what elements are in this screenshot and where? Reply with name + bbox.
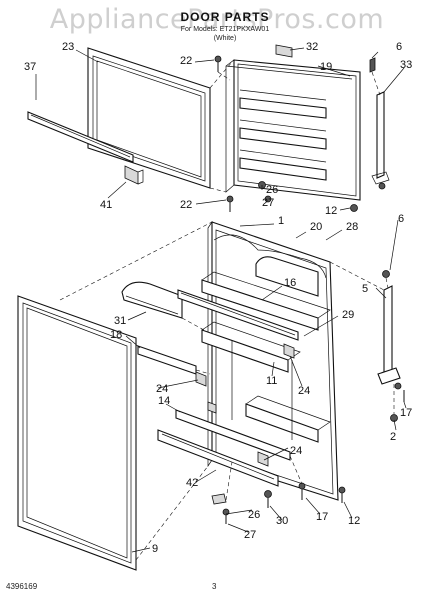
- model-line: For Models: ET21PKXAW01: [180, 26, 270, 33]
- callout-22-top: 22: [180, 55, 192, 67]
- callout-12-upper: 12: [325, 205, 337, 217]
- upper-hinge: [369, 57, 390, 190]
- callout-26-upper: 26: [266, 184, 278, 196]
- shelf-bar-lower: [137, 345, 197, 375]
- callout-24-right: 24: [298, 385, 310, 397]
- freezer-door: [225, 59, 361, 201]
- callout-33: 33: [400, 59, 412, 71]
- page-title: DOOR PARTS: [180, 10, 270, 24]
- callout-30: 30: [276, 515, 288, 527]
- page-number: 3: [212, 582, 217, 591]
- document-number: 4396169: [6, 582, 38, 591]
- callout-27-lower: 27: [244, 529, 256, 541]
- callout-16: 16: [284, 277, 296, 289]
- freezer-door-gasket: [87, 47, 211, 189]
- callout-29: 29: [342, 309, 354, 321]
- refrigerator-door: [201, 220, 339, 501]
- dairy-compartment-door: [121, 281, 183, 319]
- callout-6-top: 6: [396, 41, 402, 53]
- callout-22-mid: 22: [180, 199, 192, 211]
- callout-26-lower: 26: [248, 509, 260, 521]
- callout-20: 20: [310, 221, 322, 233]
- callout-labels: 23 37 41 22 32 19 6 33 26 27 22 12 6 1 2…: [24, 41, 412, 555]
- callout-17-right: 17: [400, 407, 412, 419]
- callout-27-upper: 27: [262, 197, 274, 209]
- callout-18: 18: [110, 329, 122, 341]
- color-line: (White): [213, 35, 237, 42]
- trim-end-cap: [124, 165, 144, 185]
- door-label: [275, 44, 293, 58]
- callout-24-left: 24: [156, 383, 168, 395]
- callout-1: 1: [278, 215, 284, 227]
- callout-2: 2: [390, 431, 396, 443]
- callout-6-mid: 6: [398, 213, 404, 225]
- screws-upper: [214, 55, 358, 212]
- callout-23: 23: [62, 41, 74, 53]
- callout-5: 5: [362, 283, 368, 295]
- freezer-door-trim: [27, 111, 134, 163]
- door-bottom-bar: [157, 409, 291, 487]
- callout-37: 37: [24, 61, 36, 73]
- callout-24-bottom: 24: [290, 445, 302, 457]
- callout-14: 14: [158, 395, 170, 407]
- leader-lines: [35, 47, 407, 553]
- screws-lower: [211, 482, 346, 524]
- callout-12-lower: 12: [348, 515, 360, 527]
- callout-31: 31: [114, 315, 126, 327]
- callout-41: 41: [100, 199, 112, 211]
- watermark: AppliancePartsPros.com: [49, 4, 385, 35]
- shelf-bar-upper: [177, 289, 299, 341]
- callout-32: 32: [306, 41, 318, 53]
- lower-hinge: [377, 270, 405, 422]
- callout-28: 28: [346, 221, 358, 233]
- callout-19: 19: [320, 61, 332, 73]
- shelf-clips: [195, 343, 295, 467]
- callout-9: 9: [152, 543, 158, 555]
- callout-42: 42: [186, 477, 198, 489]
- refrigerator-door-gasket: [17, 295, 137, 571]
- callout-17-bottom: 17: [316, 511, 328, 523]
- callout-11: 11: [266, 375, 277, 387]
